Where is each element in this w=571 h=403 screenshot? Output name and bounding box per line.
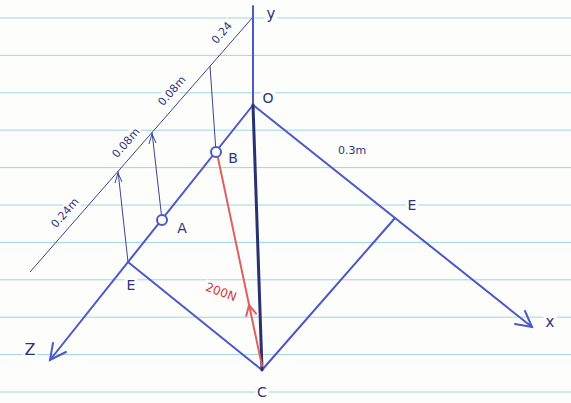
extension-line [152,132,162,220]
ruling-line [0,92,571,93]
members [128,105,395,370]
dimension-arrow [149,134,156,144]
point-label: A [175,220,189,236]
axis-label: y [265,6,278,23]
dimension-lines [30,17,253,272]
ruling-line [0,317,571,318]
points [157,147,221,225]
point-label: E [125,277,138,293]
point-label: C [255,384,269,400]
point-label: E [406,197,419,213]
dimension-label: 0.24 [208,18,237,48]
ruling-line [0,279,571,280]
point-label: B [226,150,240,166]
force-vector [218,158,262,366]
z-axis [50,105,253,360]
force-arrow [246,305,256,316]
axis-arrow [50,343,66,360]
point-a [157,215,167,225]
dimension-line [30,17,253,272]
dimension-label: 0.3m [336,144,368,157]
force-label: 200N [202,279,241,304]
ruling-line [0,18,571,19]
ruling-line [0,205,571,206]
dimension-label: 0.08m [154,72,190,110]
dimension-arrow [115,173,122,183]
axis-arrow [515,311,532,327]
y-axis [252,6,254,105]
cable-ec [128,262,262,370]
dimension-label: 0.24m [47,194,83,232]
ruling-line [0,55,571,56]
extension-line [210,66,216,152]
ruling-line [0,242,571,243]
axis-label: Z [23,341,38,359]
ruling-line [0,354,571,355]
ruling-line [0,167,571,168]
axes [50,6,532,360]
ruling-line [0,392,571,393]
point-b [211,147,221,157]
extension-line [118,171,128,262]
axis-label: x [544,314,557,331]
point-label: O [260,90,275,106]
force-line [218,158,262,366]
dimension-label: 0.08m [108,124,144,162]
x-axis [253,105,532,327]
ruled-paper [0,18,571,392]
cable-ec [262,218,395,370]
